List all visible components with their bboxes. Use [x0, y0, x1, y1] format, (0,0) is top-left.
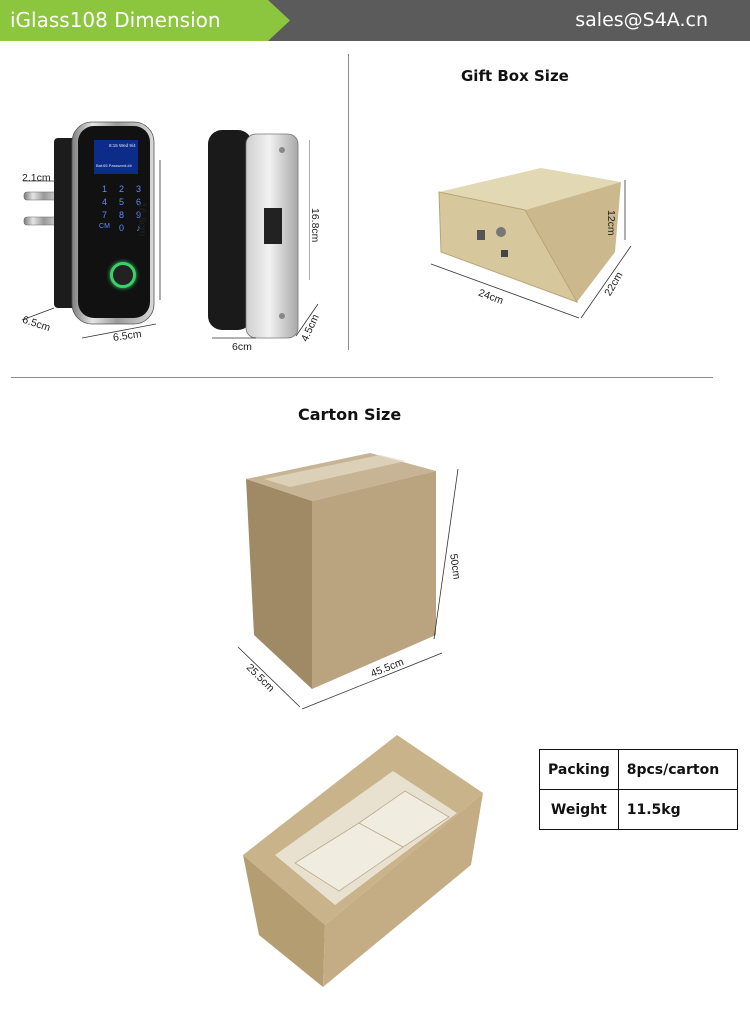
dim-side-width: 6cm: [232, 341, 252, 353]
key-9[interactable]: 9: [135, 210, 141, 220]
vertical-divider: [348, 54, 349, 350]
carton-illustration: [237, 453, 459, 710]
packing-label: Packing: [539, 749, 619, 790]
dim-front-bolt: 2.1cm: [22, 172, 51, 184]
header-title-badge: [0, 0, 290, 41]
lock-side-illustration: [208, 130, 310, 339]
key-0[interactable]: 0: [118, 223, 124, 233]
carton-title: Carton Size: [298, 405, 402, 424]
key-3[interactable]: 3: [135, 184, 141, 194]
key-cm[interactable]: CM: [99, 223, 110, 230]
weight-label: Weight: [539, 789, 619, 830]
key-8[interactable]: 8: [118, 210, 124, 220]
table-row: Weight 11.5kg: [539, 789, 738, 830]
gift-box-title: Gift Box Size: [461, 67, 569, 85]
key-2[interactable]: 2: [118, 184, 124, 194]
dim-gift-height: 12cm: [605, 210, 617, 236]
key-4[interactable]: 4: [101, 197, 107, 207]
page-title: iGlass108 Dimension: [10, 8, 221, 32]
open-carton-illustration: [243, 735, 483, 987]
table-row: Packing 8pcs/carton: [539, 749, 738, 790]
keypad: 1 2 3 4 5 6 7 8 9 CM 0 ♪: [96, 184, 148, 233]
spec-table: Packing 8pcs/carton Weight 11.5kg: [539, 749, 738, 830]
dim-side-height: 16.8cm: [309, 208, 321, 243]
key-6[interactable]: 6: [135, 197, 141, 207]
front-dimension-lines: [21, 160, 161, 339]
packing-value: 8pcs/carton: [617, 749, 738, 790]
screen-status: Bat:65 Password:##: [96, 163, 132, 168]
dim-front-height: 16.8cm: [136, 202, 148, 237]
weight-value: 11.5kg: [617, 789, 738, 830]
gift-box-illustration: [430, 168, 632, 319]
contact-email[interactable]: sales@S4A.cn: [575, 9, 708, 31]
screen-time: 8:15 Wed 9/4: [109, 143, 136, 148]
side-dimension-lines: [212, 303, 319, 339]
horizontal-divider: [11, 377, 713, 378]
key-bell[interactable]: ♪: [136, 223, 141, 233]
key-7[interactable]: 7: [101, 210, 107, 220]
key-1[interactable]: 1: [101, 184, 107, 194]
fingerprint-icon[interactable]: [110, 262, 136, 288]
key-5[interactable]: 5: [118, 197, 124, 207]
